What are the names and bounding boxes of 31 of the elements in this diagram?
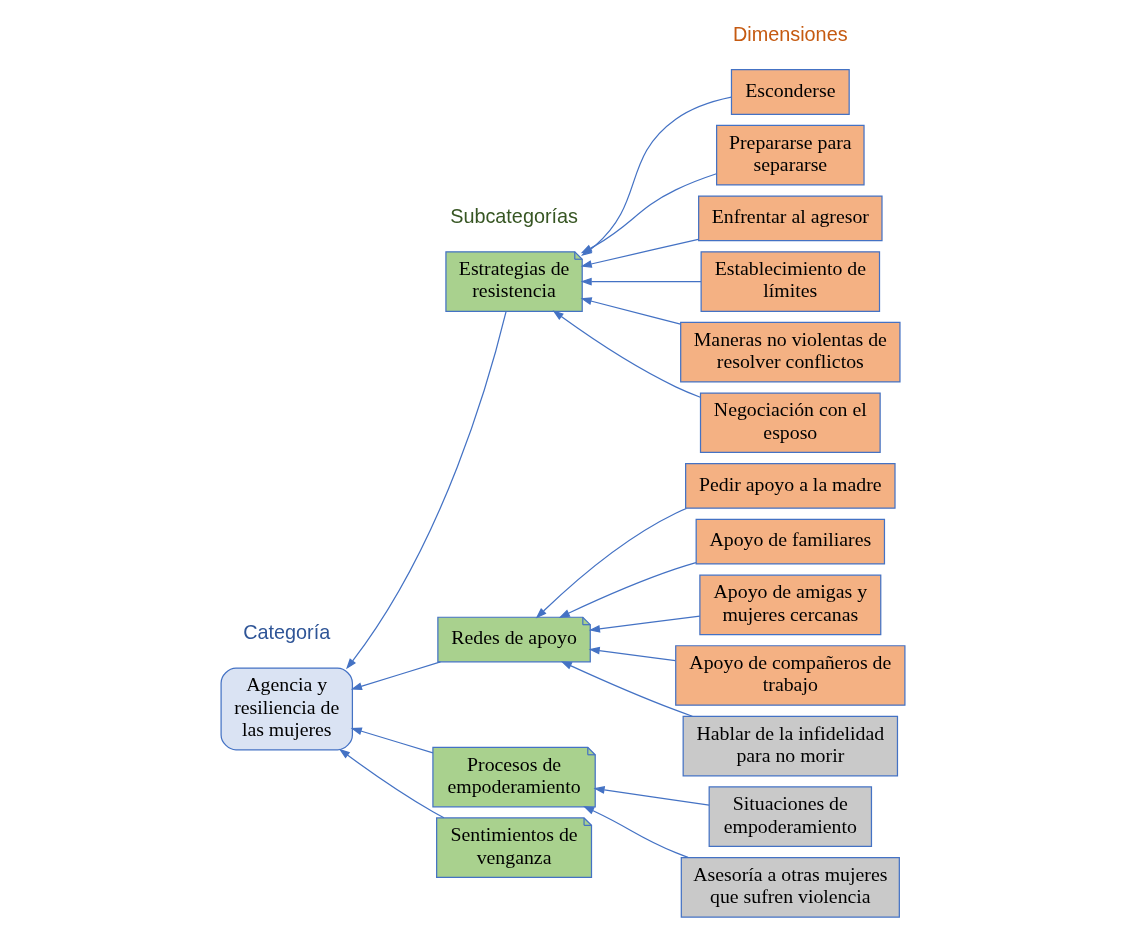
arrow: [345, 310, 507, 669]
node-box: Prepararse para separarse: [715, 124, 865, 186]
node-box: Esconderse: [730, 68, 850, 115]
node-box: Pedir apoyo a la madre: [684, 462, 896, 509]
node-box: Apoyo de amigas y mujeres cercanas: [698, 574, 881, 635]
node-box: Apoyo de compañeros de trabajo: [674, 644, 906, 706]
node-box: Asesoría a otras mujeres que sufren violencia: [680, 856, 900, 918]
arrow: [592, 785, 710, 806]
arrow: [535, 507, 687, 619]
node-box: Apoyo de familiares: [695, 518, 885, 565]
node-box: Situaciones de empoderamiento: [708, 785, 872, 847]
node-box: Maneras no violentas de resolver conflictos: [679, 321, 901, 382]
node-box: Hablar de la infidelidad para no morir: [682, 715, 898, 776]
node-box: Agencia y resiliencia de las mujeres: [219, 666, 353, 750]
arrow: [580, 172, 717, 253]
arrow: [350, 660, 441, 690]
arrow: [558, 561, 697, 618]
arrow: [560, 660, 693, 717]
arrow: [552, 309, 701, 398]
label: Subcategorías: [449, 204, 578, 227]
arrow: [580, 296, 681, 325]
label: Dimensiones: [732, 22, 848, 45]
arrow: [338, 748, 445, 818]
arrow: [588, 615, 700, 633]
label: Categoría: [242, 620, 330, 643]
arrow: [580, 277, 702, 285]
node-box: Negociación con el esposo: [699, 391, 881, 453]
arrow: [350, 726, 434, 753]
node-box: Enfrentar al agresor: [697, 194, 883, 241]
arrow: [588, 646, 676, 661]
node-box: Establecimiento de límites: [700, 250, 880, 312]
